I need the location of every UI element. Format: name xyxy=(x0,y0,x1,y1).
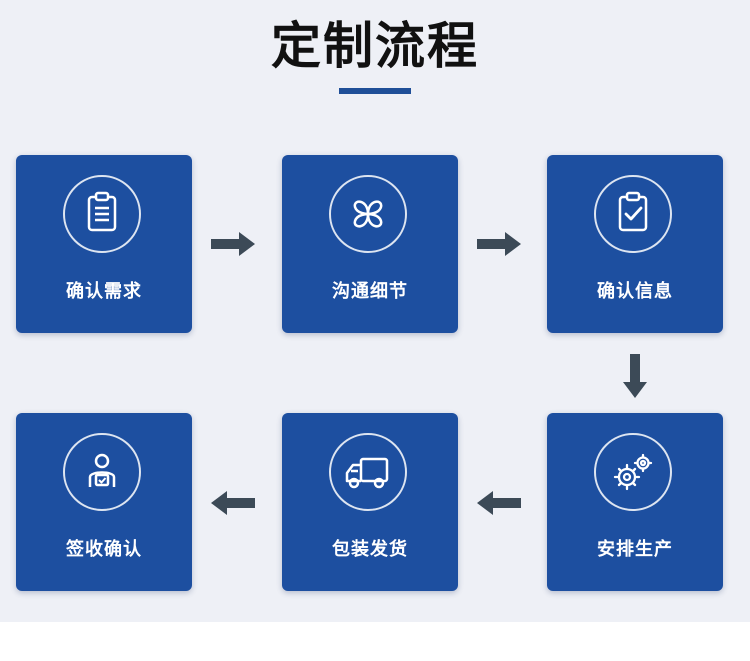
step-label: 沟通细节 xyxy=(332,281,408,302)
page-title: 定制流程 xyxy=(271,17,479,75)
delivery-truck-icon xyxy=(329,433,407,511)
step-card-3: 确认信息 xyxy=(547,155,723,333)
arrow-down-icon xyxy=(623,354,647,398)
arrow-right-icon xyxy=(211,232,255,256)
step-card-4: 安排生产 xyxy=(547,413,723,591)
step-label: 包装发货 xyxy=(332,539,408,560)
clipboard-check-icon xyxy=(594,175,672,253)
step-label: 确认信息 xyxy=(597,281,673,302)
step-label: 确认需求 xyxy=(66,281,142,302)
clipboard-list-icon xyxy=(63,175,141,253)
title-underline xyxy=(339,88,411,94)
step-label: 签收确认 xyxy=(66,539,142,560)
gears-icon xyxy=(594,433,672,511)
step-label: 安排生产 xyxy=(597,539,673,560)
step-card-2: 沟通细节 xyxy=(282,155,458,333)
arrow-right-icon xyxy=(477,232,521,256)
arrow-left-icon xyxy=(477,491,521,515)
four-petal-icon xyxy=(329,175,407,253)
arrow-left-icon xyxy=(211,491,255,515)
step-card-6: 签收确认 xyxy=(16,413,192,591)
step-card-1: 确认需求 xyxy=(16,155,192,333)
step-card-5: 包装发货 xyxy=(282,413,458,591)
bottom-band xyxy=(0,622,750,661)
person-signoff-icon xyxy=(63,433,141,511)
